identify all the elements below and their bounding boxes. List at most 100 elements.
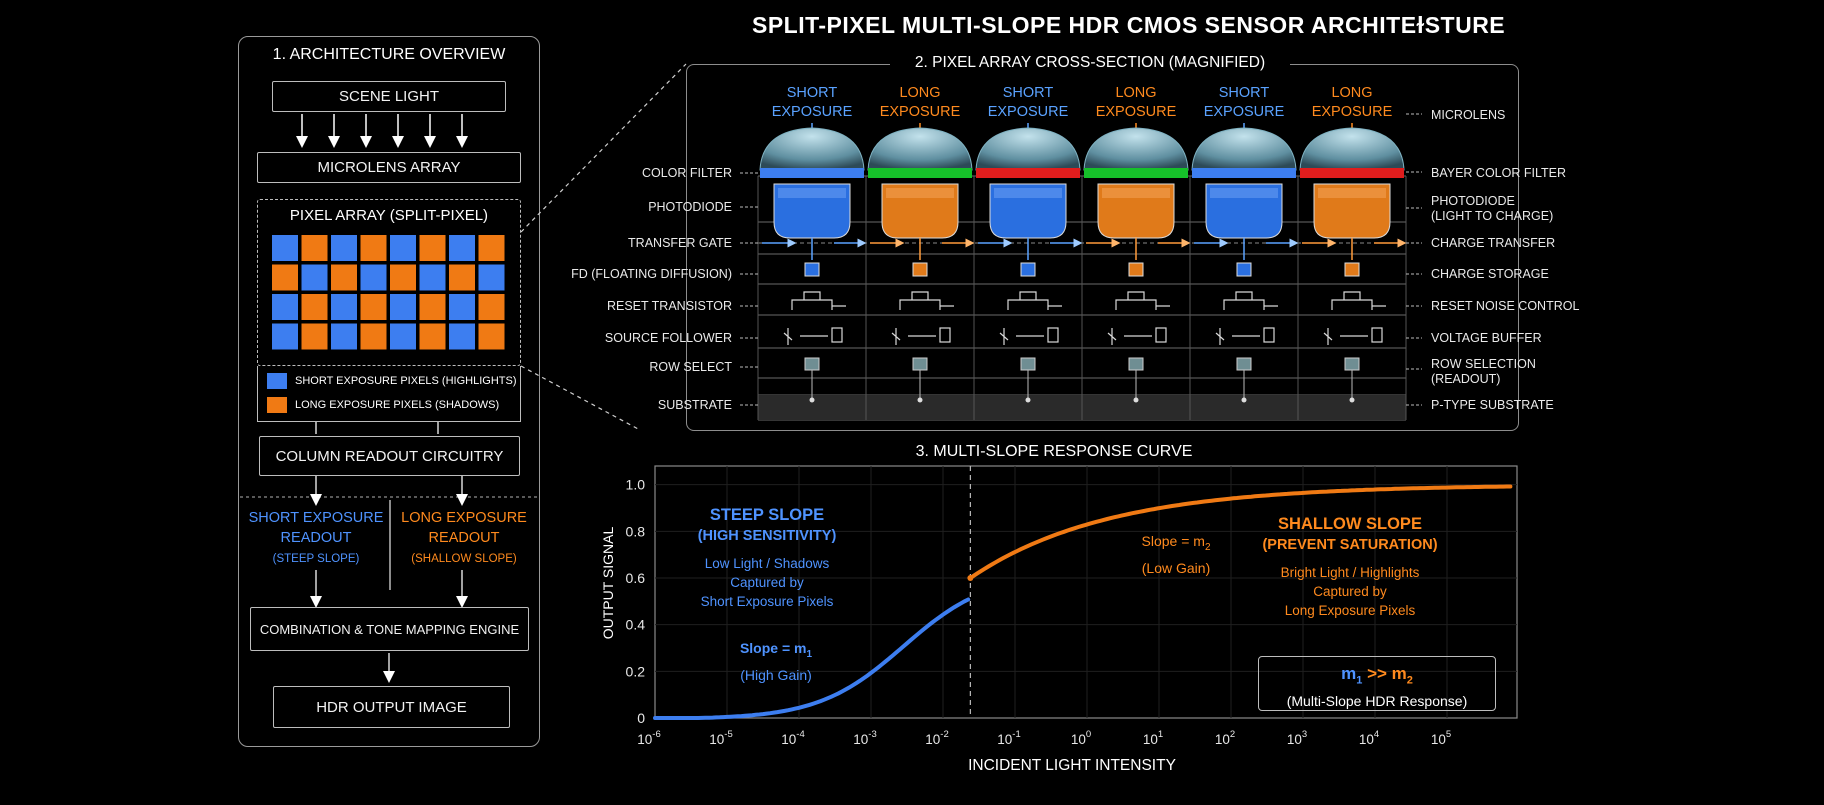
x-tick-label: 10-6 bbox=[637, 729, 660, 747]
steep-title-2: (HIGH SENSITIVITY) bbox=[697, 528, 837, 544]
y-tick-label: 0.4 bbox=[626, 617, 646, 633]
pixel-cell bbox=[449, 323, 475, 350]
legend-box bbox=[257, 366, 521, 422]
microlens bbox=[975, 127, 1081, 171]
floating-diffusion bbox=[1344, 262, 1360, 277]
x-tick-label: 104 bbox=[1359, 729, 1379, 747]
reset-transistor bbox=[899, 291, 954, 310]
substrate-contact bbox=[1349, 397, 1355, 403]
pixel-cell bbox=[272, 323, 298, 350]
x-tick-label: 105 bbox=[1431, 729, 1451, 747]
label-transfer-gate: TRANSFER GATE bbox=[628, 236, 732, 250]
slope-m1-line: Slope = m1 bbox=[716, 638, 836, 665]
x-tick-label: 10-4 bbox=[781, 729, 804, 747]
light-arrows bbox=[296, 114, 468, 148]
pixel-cell bbox=[360, 235, 387, 261]
y-tick-label: 0 bbox=[637, 710, 645, 726]
x-tick-label: 10-2 bbox=[925, 729, 948, 747]
legend-swatch-short bbox=[267, 373, 287, 389]
scene-light-box: SCENE LIGHT bbox=[272, 81, 506, 112]
summary-gg: >> bbox=[1367, 664, 1387, 683]
shallow-slope-annotation: SHALLOW SLOPE (PREVENT SATURATION) Brigh… bbox=[1245, 514, 1455, 620]
column-readout-label: COLUMN READOUT CIRCUITRY bbox=[275, 447, 504, 465]
curve-steep-segment bbox=[653, 597, 971, 720]
photodiode-top bbox=[994, 188, 1062, 198]
color-filter bbox=[1084, 168, 1188, 178]
photodiode-top bbox=[886, 188, 954, 198]
pixel-array-label: PIXEL ARRAY (SPLIT-PIXEL) bbox=[289, 207, 489, 224]
label-charge-transfer: CHARGE TRANSFER bbox=[1431, 236, 1556, 250]
plot-frame bbox=[654, 465, 1518, 719]
photodiode-top bbox=[1210, 188, 1278, 198]
column-exposure-label: SHORT bbox=[1003, 85, 1054, 101]
pixel-cell bbox=[272, 294, 298, 320]
column-exposure-label: LONG bbox=[1331, 85, 1372, 101]
floating-diffusion bbox=[1236, 262, 1252, 277]
pixel-cell bbox=[331, 264, 357, 291]
x-axis-label: INCIDENT LIGHT INTENSITY bbox=[968, 757, 1176, 774]
legend-swatch-long bbox=[267, 397, 287, 413]
pixel-cell bbox=[331, 235, 357, 261]
pixel-cell bbox=[449, 235, 475, 261]
floating-diffusion bbox=[912, 262, 928, 277]
pixel-cell bbox=[478, 264, 505, 291]
slope-m2-gain: (Low Gain) bbox=[1141, 559, 1211, 576]
slope-m2-annotation: Slope = m2 (Low Gain) bbox=[1116, 531, 1236, 578]
source-follower-gate bbox=[1371, 327, 1383, 343]
pixel-cell bbox=[419, 294, 446, 320]
shallow-desc-3: Long Exposure Pixels bbox=[1284, 603, 1416, 618]
overview-panel bbox=[238, 36, 540, 747]
summary-caption: (Multi-Slope HDR Response) bbox=[1286, 693, 1468, 710]
x-tick-label: 103 bbox=[1287, 729, 1307, 747]
reset-transistor bbox=[1007, 291, 1062, 310]
source-follower-gate bbox=[1155, 327, 1167, 343]
label-photodiode-right: PHOTODIODE (LIGHT TO CHARGE) bbox=[1431, 194, 1553, 224]
column-exposure-label: SHORT bbox=[787, 85, 838, 101]
label-fd: FD (FLOATING DIFFUSION) bbox=[571, 267, 732, 281]
color-filter bbox=[976, 168, 1080, 178]
y-axis-label: OUTPUT SIGNAL bbox=[600, 526, 616, 640]
floating-diffusion bbox=[804, 262, 820, 277]
pixel-cell bbox=[272, 235, 298, 261]
x-tick-label: 10-3 bbox=[853, 729, 876, 747]
summary-m2: m bbox=[1391, 664, 1407, 683]
pixel-cell bbox=[301, 323, 328, 350]
label-charge-storage: CHARGE STORAGE bbox=[1431, 267, 1549, 281]
source-follower bbox=[1215, 328, 1260, 345]
color-filter bbox=[868, 168, 972, 178]
pixel-cell bbox=[390, 235, 416, 261]
slope-m1-text: Slope = m bbox=[739, 640, 807, 656]
pixel-cell bbox=[449, 294, 475, 320]
microlens bbox=[1191, 127, 1297, 171]
label-row-selection: ROW SELECTION (READOUT) bbox=[1431, 357, 1536, 387]
label-p-substrate: P-TYPE SUBSTRATE bbox=[1431, 398, 1554, 412]
pixel-cell bbox=[478, 235, 505, 261]
y-tick-label: 1.0 bbox=[626, 477, 646, 493]
microlens bbox=[1299, 127, 1405, 171]
column-exposure-label: LONG bbox=[1115, 85, 1156, 101]
combination-engine-label: COMBINATION & TONE MAPPING ENGINE bbox=[259, 621, 520, 637]
source-follower bbox=[1107, 328, 1152, 345]
pixel-array-box bbox=[257, 199, 521, 366]
substrate-contact bbox=[809, 397, 815, 403]
x-tick-label: 10-5 bbox=[709, 729, 732, 747]
reset-transistor bbox=[791, 291, 846, 310]
summary-box: m1 >> m2 (Multi-Slope HDR Response) bbox=[1258, 656, 1496, 711]
column-exposure-label: LONG bbox=[899, 85, 940, 101]
label-bayer-filter: BAYER COLOR FILTER bbox=[1431, 166, 1566, 180]
source-follower-gate bbox=[1047, 327, 1059, 343]
column-exposure-label: EXPOSURE bbox=[1312, 104, 1393, 120]
pixel-cell bbox=[449, 264, 475, 291]
label-row-selection-2: (READOUT) bbox=[1431, 372, 1501, 386]
label-photodiode-right-1: PHOTODIODE bbox=[1431, 194, 1515, 208]
pixel-cell bbox=[331, 294, 357, 320]
reset-transistor bbox=[1115, 291, 1170, 310]
pixel-cell bbox=[360, 323, 387, 350]
short-readout-line2: READOUT bbox=[280, 530, 352, 546]
y-tick-label: 0.8 bbox=[626, 523, 646, 539]
short-readout-line3: (STEEP SLOPE) bbox=[272, 553, 360, 565]
page-title: SPLIT-PIXEL MULTI-SLOPE HDR CMOS SENSOR … bbox=[752, 12, 1506, 38]
legend-long-label: LONG EXPOSURE PIXELS (SHADOWS) bbox=[295, 399, 500, 411]
microlens bbox=[1083, 127, 1189, 171]
